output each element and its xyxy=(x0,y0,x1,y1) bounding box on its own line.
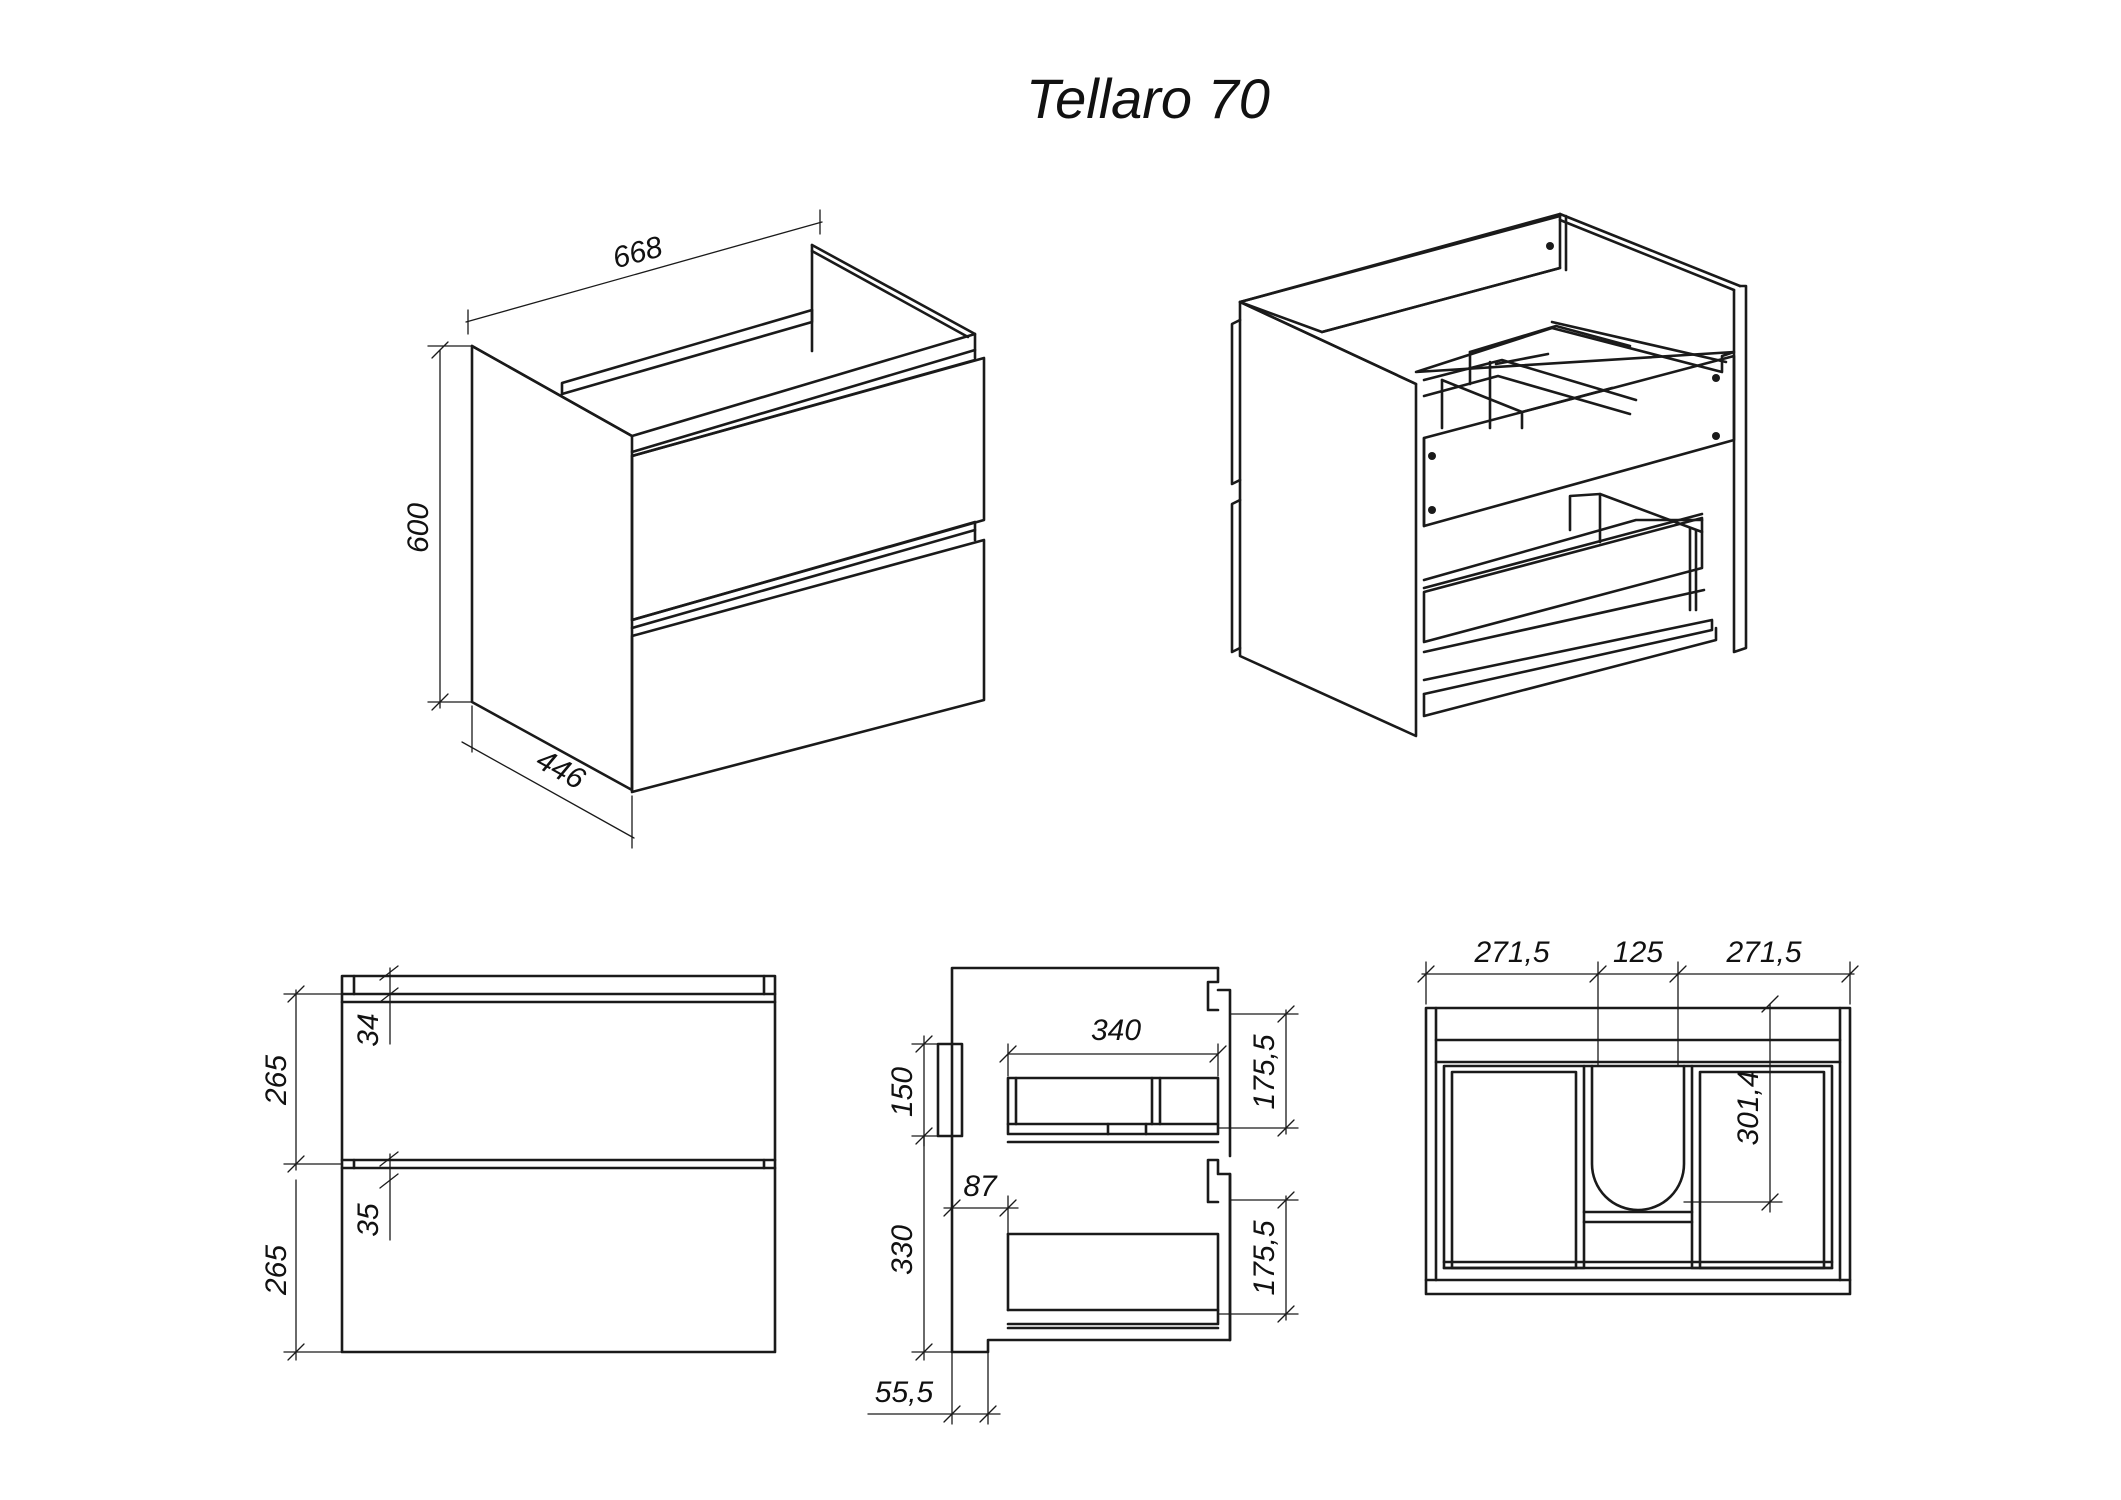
dim-drawer-bottom-height-label: 175,5 xyxy=(1248,1220,1281,1295)
dim-gap-top-label: 34 xyxy=(352,1013,385,1046)
dim-drawer-top-label: 265 xyxy=(260,1055,293,1106)
dim-top-strip-label: 150 xyxy=(886,1067,919,1117)
hole-dot xyxy=(1428,506,1436,514)
dim-height-label: 600 xyxy=(402,503,435,553)
iso-open-side-panel xyxy=(1238,300,1418,738)
dim-inset-label: 87 xyxy=(963,1170,998,1203)
top-outline xyxy=(1424,1006,1852,1296)
dim-drawer-bottom-label: 265 xyxy=(260,1245,293,1296)
hole-dot xyxy=(1712,374,1720,382)
dim-lower-height-label: 330 xyxy=(886,1225,919,1275)
front-outline xyxy=(340,992,777,1354)
dim-offset-label: 55,5 xyxy=(875,1376,934,1409)
dim-depth-label: 446 xyxy=(531,743,591,796)
dim-drawer-depth-label: 340 xyxy=(1091,1014,1141,1047)
dim-drawer-top-height-label: 175,5 xyxy=(1248,1034,1281,1109)
drawing-title: Tellaro 70 xyxy=(1026,67,1270,130)
dim-top-left-label: 271,5 xyxy=(1473,936,1549,969)
iso-closed-view: 668 600 446 xyxy=(402,209,986,849)
dim-gap-bottom-label: 35 xyxy=(352,1203,385,1237)
dim-cutout-depth-label: 301,4 xyxy=(1732,1070,1765,1145)
dim-top-center-label: 125 xyxy=(1613,936,1663,969)
hole-dot xyxy=(1712,432,1720,440)
iso-drawer-top xyxy=(630,356,986,622)
side-drawer-upper xyxy=(1006,1076,1220,1136)
iso-drawer-bottom xyxy=(630,538,986,794)
side-back-strip xyxy=(936,1042,964,1138)
hole-dot xyxy=(1546,242,1554,250)
iso-open-drawer-lower xyxy=(1422,516,1704,644)
iso-open-view xyxy=(1230,212,1748,738)
iso-side-panel xyxy=(470,344,634,792)
top-view: 271,5 125 271,5 301,4 xyxy=(1417,936,1859,1296)
hole-dot xyxy=(1428,452,1436,460)
front-elevation: 265 265 34 35 xyxy=(260,965,777,1361)
side-section: 340 175,5 175,5 150 330 87 xyxy=(867,966,1299,1425)
dim-top-right-label: 271,5 xyxy=(1725,936,1801,969)
